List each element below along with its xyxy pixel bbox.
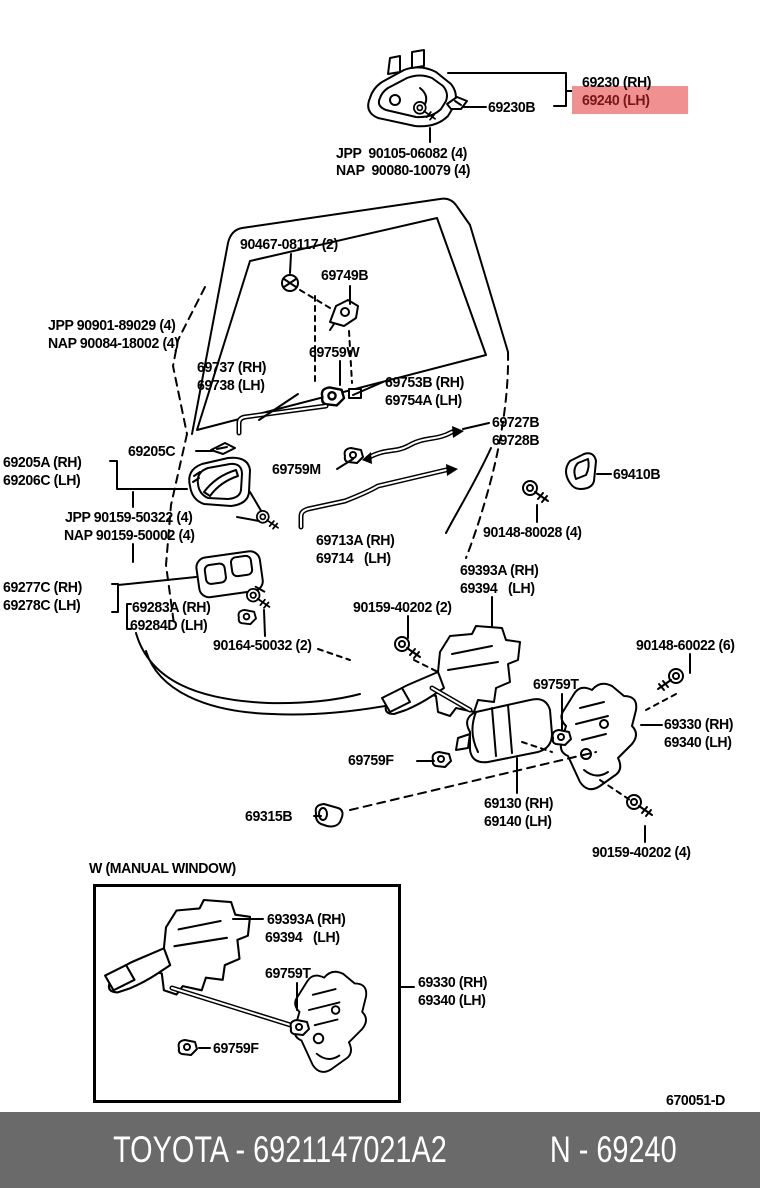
clip-69759t-illustration <box>551 729 572 746</box>
inset-label-69759f: 69759F <box>213 1040 259 1057</box>
part-label-69240-lh-highlighted: 69240 (LH) <box>582 92 650 109</box>
inset-label-69393a-rh: 69393A (RH) <box>267 911 346 928</box>
part-label-69330-rh: 69330 (RH) <box>664 716 734 733</box>
part-label-nap-90159-50002: NAP 90159-50002 (4) <box>64 527 195 544</box>
inset-label-69394-lh: 69394 (LH) <box>265 929 340 946</box>
footer-part-number: TOYOTA - 6921147021A2 <box>112 1129 447 1170</box>
dashed-bolt-carrier <box>413 659 439 673</box>
part-label-69713a-rh: 69713A (RH) <box>316 532 395 549</box>
carrier-actuator-link <box>429 685 473 713</box>
screw-90164-illustration <box>245 588 271 609</box>
highlight-box-69240 <box>572 86 688 114</box>
clip-69230b-illustration <box>446 96 468 110</box>
grommet-69315b-illustration <box>314 803 344 828</box>
screw-90159-50322-illustration <box>256 510 279 530</box>
part-label-69284d-lh: 69284D (LH) <box>130 617 208 634</box>
part-label-69277c-rh: 69277C (RH) <box>3 579 82 596</box>
part-label-69394-lh: 69394 (LH) <box>460 580 535 597</box>
inset-label-69340-lh: 69340 (LH) <box>418 992 486 1009</box>
clip-69759w-illustration <box>320 386 346 407</box>
part-label-69728b: 69728B <box>492 432 540 449</box>
page-code: 670051-D <box>666 1092 725 1109</box>
dashed-grommet-bracket <box>299 289 331 309</box>
outside-handle-illustration <box>367 49 457 128</box>
part-label-69727b: 69727B <box>492 414 540 431</box>
part-label-69759t: 69759T <box>533 676 579 693</box>
inset-label-69759t: 69759T <box>265 965 311 982</box>
bracket-69749b-illustration <box>329 299 359 331</box>
part-label-69737-rh: 69737 (RH) <box>197 359 267 376</box>
grommet-90467-illustration <box>281 274 299 292</box>
part-label-nap-90080: NAP 90080-10079 (4) <box>336 162 471 179</box>
part-label-69754a-lh: 69754A (LH) <box>385 392 462 409</box>
inset-label-69330-rh: 69330 (RH) <box>418 974 488 991</box>
part-label-69759m: 69759M <box>272 461 321 478</box>
part-label-69340-lh: 69340 (LH) <box>664 734 732 751</box>
part-label-69230-rh: 69230 (RH) <box>582 74 652 91</box>
dashed-90164 <box>317 648 351 661</box>
bezel-69277c-illustration <box>195 550 266 599</box>
part-label-90164: 90164-50032 (2) <box>213 637 312 654</box>
dashed-60022-lock <box>645 693 677 711</box>
part-label-69206c-lh: 69206C (LH) <box>3 472 81 489</box>
leader-curves <box>135 632 386 716</box>
part-label-69738-lh: 69738 (LH) <box>197 377 265 394</box>
clip-69205c-illustration <box>210 442 236 455</box>
lock-69330-illustration <box>559 682 638 791</box>
part-label-69749b: 69749B <box>321 267 369 284</box>
footer-ref-number: N - 69240 <box>549 1129 677 1170</box>
inset-title: W (MANUAL WINDOW) <box>89 860 236 877</box>
footer-bar: TOYOTA - 6921147021A2 N - 69240 <box>0 1112 760 1188</box>
clip-69759m-illustration <box>343 447 364 464</box>
part-label-69230b: 69230B <box>488 99 536 116</box>
part-label-90467: 90467-08117 (2) <box>240 236 338 253</box>
bolt-90159-40202-2-illustration <box>394 636 421 659</box>
leader-lines <box>109 72 691 843</box>
part-label-69315b: 69315B <box>245 808 293 825</box>
inset-illustrations <box>104 898 415 1073</box>
clip-69284d-illustration <box>237 608 257 626</box>
part-label-90148-80028: 90148-80028 (4) <box>483 524 582 541</box>
part-label-69759f: 69759F <box>348 752 394 769</box>
actuator-69130-illustration <box>455 698 553 764</box>
part-label-69140-lh: 69140 (LH) <box>484 813 552 830</box>
inset-border <box>93 884 401 1103</box>
bolt-90159-40202-4-illustration <box>626 794 653 817</box>
part-label-69130-rh: 69130 (RH) <box>484 795 554 812</box>
part-label-69205c: 69205C <box>128 443 176 460</box>
door-frame-outline <box>165 197 510 625</box>
dashed-lock-bolt <box>599 779 631 801</box>
part-label-69278c-lh: 69278C (LH) <box>3 597 81 614</box>
clip-69759f-illustration <box>431 751 452 768</box>
part-label-nap-90084: NAP 90084-18002 (4) <box>48 335 179 352</box>
part-label-jpp-90159-50322: JPP 90159-50322 (4) <box>65 509 193 526</box>
part-label-69393a-rh: 69393A (RH) <box>460 562 539 579</box>
bolt-90148-60022-illustration <box>657 668 684 691</box>
dashed-69315b-lock <box>349 751 597 811</box>
part-label-90159-40202-2: 90159-40202 (2) <box>353 599 452 616</box>
part-label-69759w: 69759W <box>309 344 360 361</box>
bolt-90148-80028-illustration <box>522 480 549 503</box>
part-label-90159-40202-4: 90159-40202 (4) <box>592 844 691 861</box>
part-label-69205a-rh: 69205A (RH) <box>3 454 82 471</box>
part-label-90148-60022: 90148-60022 (6) <box>636 637 735 654</box>
rod-69727b-illustration <box>362 426 464 464</box>
dashed-bracket-clip <box>348 330 353 384</box>
inside-handle-illustration <box>188 456 251 507</box>
rod-69713a-illustration <box>298 464 458 530</box>
part-label-jpp-90105: JPP 90105-06082 (4) <box>336 145 467 162</box>
part-label-69714-lh: 69714 (LH) <box>316 550 391 567</box>
striker-69410b-illustration <box>565 452 597 490</box>
part-label-69283a-rh: 69283A (RH) <box>132 599 211 616</box>
part-label-69410b: 69410B <box>613 466 661 483</box>
dashed-actuator-lock <box>521 741 553 753</box>
part-label-69753b-rh: 69753B (RH) <box>385 374 464 391</box>
part-label-jpp-90901: JPP 90901-89029 (4) <box>48 317 176 334</box>
rod-69737-illustration <box>236 403 329 436</box>
